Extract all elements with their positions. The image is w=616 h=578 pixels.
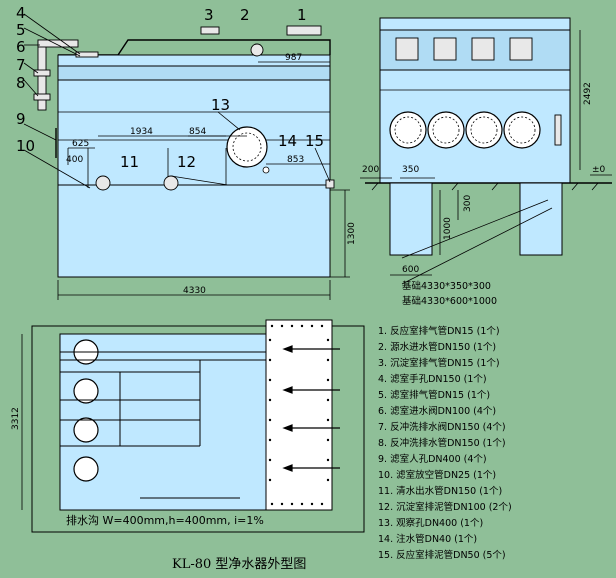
callout-11: 11: [120, 153, 139, 171]
dim-200: 200: [362, 165, 379, 175]
side-manholes: [389, 111, 541, 149]
callout-13: 13: [211, 96, 230, 114]
flow-arrows: [282, 345, 340, 472]
drain-label: 排水沟 W=400mm,h=400mm, i=1%: [66, 513, 264, 527]
dim-1300: 1300: [347, 222, 357, 245]
callout-7: 7: [16, 56, 26, 74]
callout-numbers: 1 2 3 4 5 6 7 8 9 10 11 12 13 14 15: [16, 4, 324, 171]
left-pipe-horizontal: [37, 39, 79, 48]
valve-7: [33, 69, 51, 77]
callout-9: 9: [16, 110, 26, 128]
front-dimension-labels: 987 1934 854 853 625 400 4330 1300: [66, 53, 357, 296]
callout-14: 14: [278, 132, 297, 150]
valve-8: [33, 93, 51, 101]
filter-bolts: [268, 324, 330, 506]
legend-item-14: 14. 注水管DN40 (1个): [378, 533, 477, 545]
dim-300: 300: [463, 195, 473, 212]
legend-item-2: 2. 源水进水管DN150 (1个): [378, 341, 496, 353]
dim-1934: 1934: [130, 127, 153, 137]
plan-manholes: [73, 339, 99, 482]
side-dimension-labels: 2492 200 350 300 1000 600 ±0 基础4330*350*…: [362, 82, 606, 307]
dim-350: 350: [402, 165, 419, 175]
fill-pipe-14: [262, 166, 270, 174]
callout-15: 15: [305, 132, 324, 150]
legend-item-7: 7. 反冲洗排水阀DN150 (4个): [378, 421, 506, 433]
legend-item-10: 10. 滤室放空管DN25 (1个): [378, 469, 496, 481]
dim-854: 854: [189, 127, 206, 137]
legend-item-9: 9. 滤室人孔DN400 (4个): [378, 453, 487, 465]
foundation-right: [519, 182, 563, 256]
foundation-label-1: 基础4330*350*300: [402, 280, 491, 292]
front-view: [23, 13, 350, 300]
dim-4330: 4330: [183, 286, 206, 296]
side-top-valves: [395, 37, 533, 61]
callout-1: 1: [297, 6, 307, 24]
sludge-15: [325, 179, 335, 189]
dim-400: 400: [66, 155, 83, 165]
elevation-zero: ±0: [592, 165, 606, 175]
dim-625: 625: [72, 139, 89, 149]
legend-item-4: 4. 滤室手孔DN150 (1个): [378, 373, 487, 385]
legend: 1. 反应室排气管DN15 (1个) 2. 源水进水管DN150 (1个) 3.…: [378, 325, 512, 561]
fitting-3: [200, 26, 220, 35]
plan-pipes: [60, 351, 266, 499]
vessel-band-top: [57, 65, 331, 81]
foundation-left: [389, 182, 433, 256]
callout-4: 4: [16, 4, 26, 22]
callout-8: 8: [16, 74, 26, 92]
fitting-1: [286, 25, 322, 36]
legend-item-3: 3. 沉淀室排气管DN15 (1个): [378, 357, 500, 369]
callout-10: 10: [16, 137, 35, 155]
legend-item-11: 11. 清水出水管DN150 (1个): [378, 485, 502, 497]
dim-987: 987: [285, 53, 302, 63]
legend-item-12: 12. 沉淀室排泥管DN100 (2个): [378, 501, 512, 513]
side-view: [360, 17, 612, 285]
sludge-pipe-12: [163, 175, 179, 191]
vessel-lower-base: [57, 184, 331, 278]
plan-outline: [31, 325, 365, 533]
legend-item-1: 1. 反应室排气管DN15 (1个): [378, 325, 500, 337]
plan-view: 3312 排水沟 W=400mm,h=400mm, i=1%: [11, 319, 365, 533]
legend-item-6: 6. 滤室进水阀DN100 (4个): [378, 405, 496, 417]
foundation-label-2: 基础4330*600*1000: [402, 295, 497, 307]
fitting-2-inlet: [250, 43, 264, 57]
dim-1000: 1000: [443, 217, 453, 240]
dim-600: 600: [402, 265, 419, 275]
legend-item-8: 8. 反冲洗排水管DN150 (1个): [378, 437, 506, 449]
dim-3312: 3312: [11, 407, 21, 430]
callout-12: 12: [177, 153, 196, 171]
callout-2: 2: [240, 6, 250, 24]
legend-item-5: 5. 滤室排气管DN15 (1个): [378, 389, 490, 401]
dim-853: 853: [287, 155, 304, 165]
outlet-11: [95, 175, 111, 191]
dim-2492: 2492: [583, 82, 593, 105]
legend-item-15: 15. 反应室排泥管DN50 (5个): [378, 549, 506, 561]
callout-3: 3: [204, 6, 214, 24]
callout-5: 5: [16, 21, 26, 39]
plan-filter-block: [265, 319, 333, 511]
callout-6: 6: [16, 38, 26, 56]
fitting-4: [75, 51, 99, 58]
drawing-title: KL-80 型净水器外型图: [172, 557, 306, 572]
legend-item-13: 13. 观察孔DN400 (1个): [378, 517, 483, 529]
